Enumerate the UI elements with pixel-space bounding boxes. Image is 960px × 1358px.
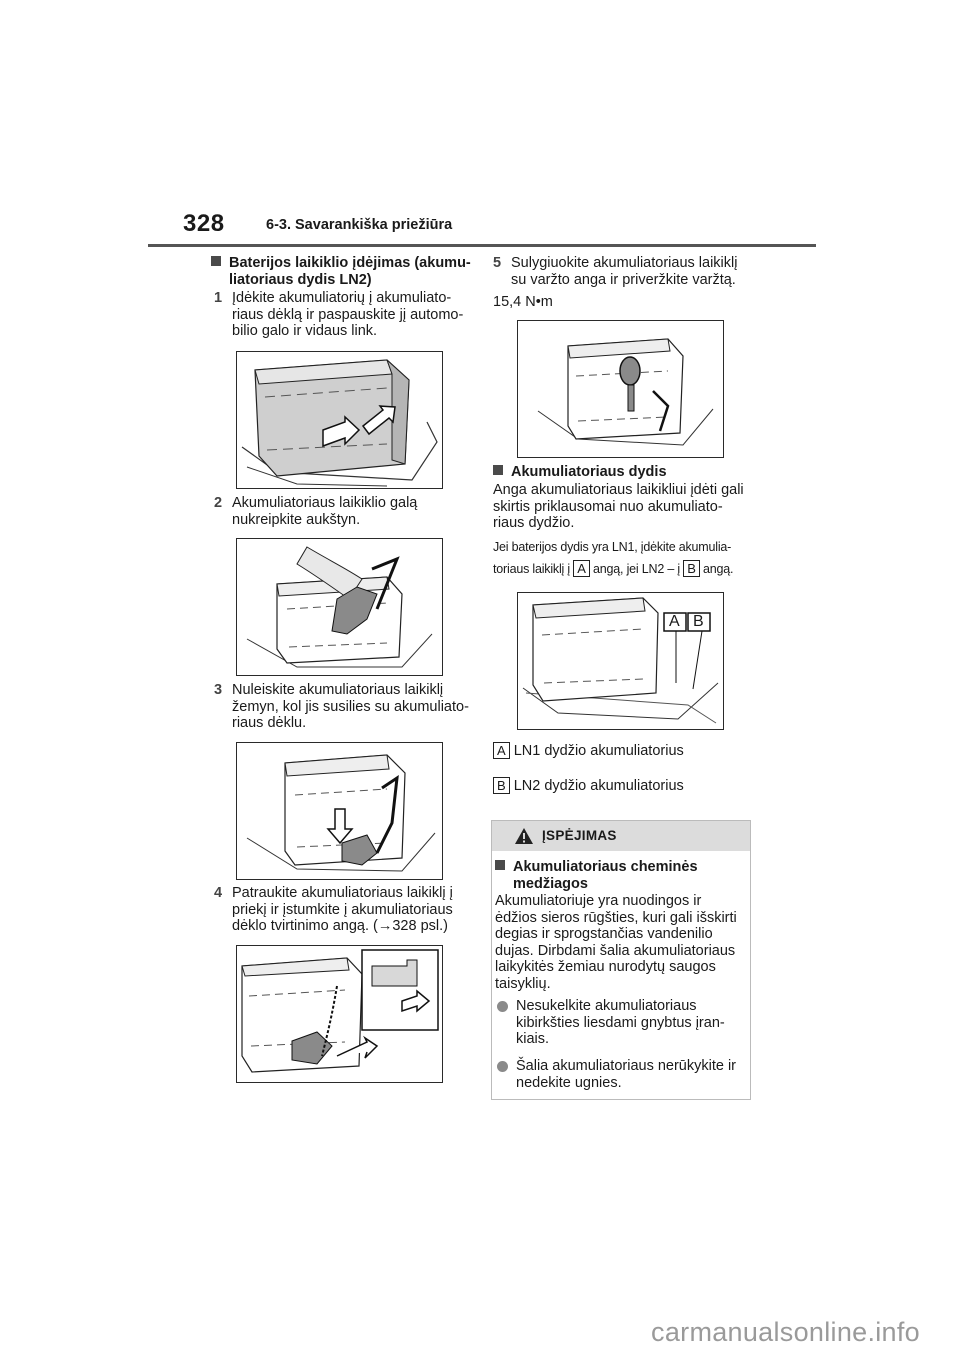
figure-bolt-tighten: [517, 320, 724, 458]
warning-bullet-line: nedekite ugnies.: [516, 1074, 622, 1091]
size-text: Anga akumuliatoriaus laikikliui įdėti ga…: [493, 482, 763, 532]
size-text-line: riaus dydžio.: [493, 515, 575, 531]
condition-text: angą, jei LN2 – į: [593, 562, 680, 576]
size-heading-text: Akumuliatoriaus dydis: [511, 464, 667, 480]
left-heading-line2: liatoriaus dydis LN2): [229, 271, 372, 288]
page-number: 328: [183, 210, 225, 237]
warning-triangle-icon: [515, 828, 533, 844]
step-line: su varžto anga ir priveržkite varžtą.: [511, 271, 736, 288]
step-4: 4 Patraukite akumuliatoriaus laikiklį į …: [214, 885, 474, 937]
warning-body: Akumuliatoriuje yra nuodingos ir ėdžios …: [495, 893, 747, 992]
warning-title: ĮSPĖJIMAS: [542, 828, 617, 843]
figure-holder-raise: [236, 538, 443, 676]
warning-header: ĮSPĖJIMAS: [492, 821, 750, 851]
size-text-line: skirtis priklausomai nuo akumuliato-: [493, 498, 723, 515]
torque-value: 15,4 N•m: [493, 294, 553, 310]
condition-text: toriaus laikiklį į: [493, 562, 570, 576]
figure-battery-insert: [236, 351, 443, 489]
warning-body-line: laikykitės žemiau nurodytų saugos: [495, 959, 716, 975]
step-number: 4: [214, 885, 223, 901]
step-line: riaus dėklu.: [232, 715, 307, 731]
warning-heading-line2: medžiagos: [513, 875, 588, 892]
step-line: žemyn, kol jis susilies su akumuliato-: [232, 698, 469, 715]
step-1: 1 Įdėkite akumuliatorių į akumuliato- ri…: [214, 290, 474, 342]
warning-bullet-line: Šalia akumuliatoriaus nerūkykite ir: [516, 1058, 737, 1074]
legend-text: LN2 dydžio akumuliatorius: [513, 778, 684, 794]
header-rule: [148, 244, 816, 247]
legend-text: LN1 dydžio akumuliatorius: [513, 743, 684, 759]
bullet-dot-icon: [497, 1001, 508, 1012]
square-bullet-icon: [493, 465, 503, 475]
step-line: Nuleiskite akumuliatoriaus laikiklį: [232, 682, 444, 698]
size-text-line: Anga akumuliatoriaus laikikliui įdėti ga…: [493, 482, 744, 498]
step-number: 2: [214, 495, 223, 511]
step-line: Akumuliatoriaus laikiklio galą: [232, 495, 418, 511]
warning-heading-line1: Akumuliatoriaus cheminės: [513, 859, 698, 875]
warning-body-line: taisyklių.: [495, 975, 551, 992]
left-heading-line1: Baterijos laikiklio įdėjimas (akumu-: [229, 255, 471, 271]
step-line: Patraukite akumuliatoriaus laikiklį į: [232, 885, 453, 901]
step-line: dėklo tvirtinimo angą. (→328 psl.): [232, 918, 448, 934]
bullet-dot-icon: [497, 1061, 508, 1072]
step-line: priekį ir įstumkite į akumuliatoriaus: [232, 901, 453, 918]
step-5: 5 Sulygiuokite akumuliatoriaus laikiklį …: [493, 255, 763, 291]
figure-slot-sizes: A B: [517, 592, 724, 730]
step-number: 3: [214, 682, 223, 698]
legend-item-a: A LN1 dydžio akumuliatorius: [493, 742, 684, 760]
warning-bullet-line: Nesukelkite akumuliatoriaus: [516, 998, 697, 1014]
condition-line-2: toriaus laikiklį į A angą, jei LN2 – į B…: [493, 560, 734, 577]
step-line: nukreipkite aukštyn.: [232, 511, 361, 528]
step-number: 1: [214, 290, 223, 306]
warning-bullet-line: kiais.: [516, 1031, 550, 1047]
step-line: riaus dėklą ir paspauskite jį automo-: [232, 306, 464, 323]
step-line: Sulygiuokite akumuliatoriaus laikiklį: [511, 255, 738, 271]
figure-label-a: A: [669, 613, 680, 630]
figure-holder-lower: [236, 742, 443, 880]
condition-line-1: Jei baterijos dydis yra LN1, įdėkite aku…: [493, 540, 732, 554]
warning-box: ĮSPĖJIMAS Akumuliatoriaus cheminės medži…: [491, 820, 751, 1100]
legend-letter-box: B: [493, 777, 510, 794]
left-heading: Baterijos laikiklio įdėjimas (akumu- lia…: [211, 255, 471, 288]
warning-body-line: dujas. Dirbdami šalia akumuliatoriaus: [495, 942, 736, 959]
step-3: 3 Nuleiskite akumuliatoriaus laikiklį že…: [214, 682, 474, 734]
size-heading: Akumuliatoriaus dydis: [493, 464, 667, 481]
warning-body-line: Akumuliatoriuje yra nuodingos ir: [495, 893, 702, 909]
warning-bullet-2: Šalia akumuliatoriaus nerūkykite ir nede…: [495, 1058, 747, 1091]
section-title: 6-3. Savarankiška priežiūra: [266, 217, 453, 233]
step-number: 5: [493, 255, 502, 271]
legend-item-b: B LN2 dydžio akumuliatorius: [493, 777, 684, 795]
legend-letter-box: A: [493, 742, 510, 759]
step-line: Įdėkite akumuliatorių į akumuliato-: [232, 290, 452, 306]
step-2: 2 Akumuliatoriaus laikiklio galą nukreip…: [214, 495, 474, 531]
figure-holder-push: [236, 945, 443, 1083]
letter-a-box: A: [573, 560, 590, 577]
warning-body-line: ėdžios sieros rūgšties, kuri gali išskir…: [495, 909, 737, 926]
warning-bullet-line: kibirkšties liesdami gnybtus įran-: [516, 1014, 725, 1031]
square-bullet-icon: [495, 860, 505, 870]
warning-body-line: degias ir sprogstančias vandenilio: [495, 926, 713, 942]
warning-heading: Akumuliatoriaus cheminės medžiagos: [495, 859, 698, 892]
figure-label-b: B: [693, 613, 704, 630]
warning-bullet-1: Nesukelkite akumuliatoriaus kibirkšties …: [495, 998, 747, 1048]
step-line: bilio galo ir vidaus link.: [232, 323, 378, 339]
square-bullet-icon: [211, 256, 221, 266]
watermark: carmanualsonline.info: [651, 1317, 920, 1347]
letter-b-box: B: [683, 560, 700, 577]
condition-text: angą.: [703, 562, 734, 576]
